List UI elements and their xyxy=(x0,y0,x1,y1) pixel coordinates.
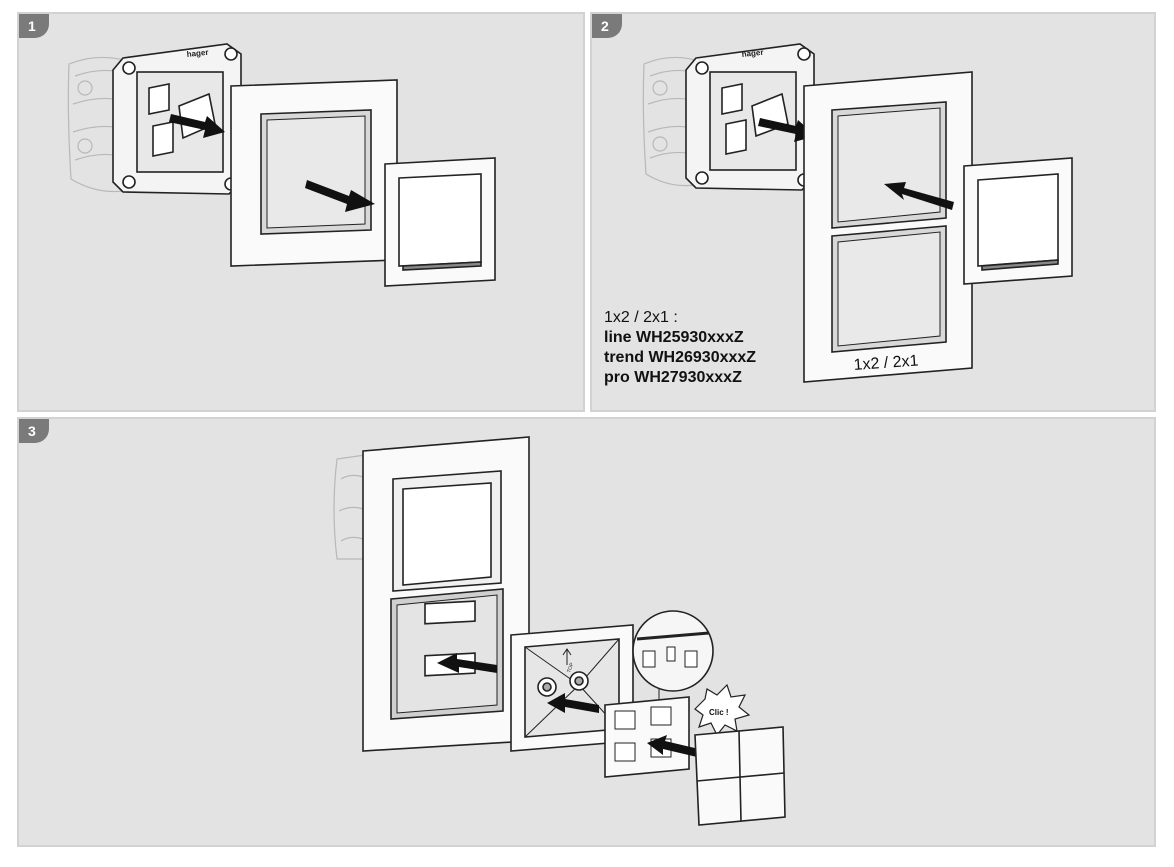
push-arrow-1 xyxy=(169,114,225,138)
brand-logo: hager xyxy=(741,48,764,59)
step-1-badge: 1 xyxy=(19,14,49,38)
push-button-module xyxy=(604,696,690,778)
wall-box xyxy=(67,56,132,193)
mounting-plate xyxy=(685,43,815,191)
step-3-illustration: TOP Clic ! xyxy=(333,436,786,826)
frame-reference-caption: 1x2 / 2x1 : line WH25930xxxZ trend WH269… xyxy=(604,308,756,388)
step-3-badge: 3 xyxy=(19,419,49,443)
step-2-illustration: hager 1x2 / 2x1 xyxy=(642,43,1073,383)
caption-line-trend: trend WH26930xxxZ xyxy=(604,349,757,366)
double-frame xyxy=(803,71,973,383)
rocker-buttons xyxy=(694,726,786,826)
step-3-panel: 3 xyxy=(17,417,1156,847)
wall-box xyxy=(642,56,703,187)
push-arrow-frame xyxy=(437,653,497,673)
step-1-illustration: hager xyxy=(67,43,496,287)
step-2-panel: 2 hager xyxy=(590,12,1156,412)
step-1-panel: 1 hager xyxy=(17,12,585,412)
clic-label: Clic ! xyxy=(709,708,729,717)
push-arrow-2 xyxy=(305,180,375,212)
brand-logo: hager xyxy=(186,48,209,59)
frame-label: 1x2 / 2x1 xyxy=(853,352,919,373)
caption-line-line: line WH25930xxxZ xyxy=(604,329,744,346)
push-arrow-1 xyxy=(758,118,816,142)
cover-frame xyxy=(230,79,398,267)
push-arrow-2 xyxy=(884,182,954,210)
double-frame-installed xyxy=(362,436,530,752)
switch-insert xyxy=(963,157,1073,285)
caption-heading: 1x2 / 2x1 : xyxy=(604,309,678,326)
push-arrow-module xyxy=(647,735,699,757)
caption-line-pro: pro WH27930xxxZ xyxy=(604,369,742,386)
step-2-badge: 2 xyxy=(592,14,622,38)
push-arrow-adapter xyxy=(547,693,599,713)
switch-insert xyxy=(384,157,496,287)
clic-burst xyxy=(694,683,751,737)
wall-box xyxy=(333,454,366,560)
clip-detail-magnifier xyxy=(632,610,714,709)
top-marker: TOP xyxy=(566,661,575,673)
